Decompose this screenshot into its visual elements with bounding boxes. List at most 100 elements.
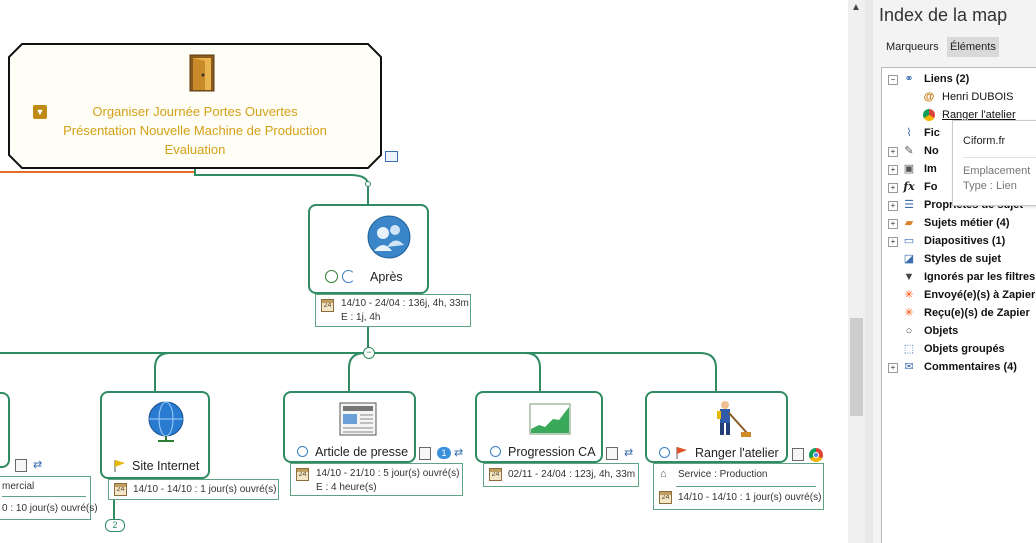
tree-item-diapositives[interactable]: + ▭ Diapositives (1) <box>882 232 1036 250</box>
expand-icon[interactable]: + <box>888 183 898 193</box>
tag-icon: ⌂ <box>660 468 667 480</box>
globe-icon <box>144 399 188 443</box>
tree-item-commentaires[interactable]: + ✉ Commentaires (4) <box>882 358 1036 376</box>
slide-icon: ▭ <box>903 235 915 247</box>
topic-site-internet[interactable]: Site Internet <box>100 391 210 479</box>
tree-item-styles[interactable]: ◪ Styles de sujet <box>882 250 1036 268</box>
tree-item-sujets-metier[interactable]: + ▰ Sujets métier (4) <box>882 214 1036 232</box>
tree-item-henri[interactable]: @ Henri DUBOIS <box>882 88 1036 106</box>
topic-progression-ca[interactable]: Progression CA <box>475 391 603 463</box>
central-line-3: Evaluation <box>164 142 226 157</box>
topic-article-de-presse[interactable]: Article de presse <box>283 391 416 463</box>
tree-item-ranger[interactable]: Ranger l'atelier <box>882 106 1036 124</box>
object-icon: ○ <box>905 325 913 337</box>
task-progress-circle <box>659 447 670 458</box>
tooltip-type: Type : Lien <box>963 180 1017 192</box>
expand-icon[interactable]: + <box>888 201 898 211</box>
site-dates: 14/10 - 14/10 : 1 jour(s) ouvré(s) <box>133 484 277 495</box>
tree-item-objets-groupes[interactable]: ⬚ Objets groupés <box>882 340 1036 358</box>
expand-icon[interactable]: + <box>888 363 898 373</box>
comment-icon: ✉ <box>904 361 914 373</box>
vertical-scrollbar[interactable]: ▲ <box>848 0 865 543</box>
ranger-dates: 14/10 - 14/10 : 1 jour(s) ouvré(s) <box>678 492 822 503</box>
topic-apres[interactable]: Après <box>308 204 429 294</box>
group-icon: ⬚ <box>903 343 915 355</box>
task-progress-circle <box>490 446 501 457</box>
tooltip-emplacement: Emplacement <box>963 165 1031 177</box>
calendar-icon: 24 <box>114 483 127 496</box>
tree-item-recus[interactable]: ✳ Reçu(e)(s) de Zapier <box>882 304 1036 322</box>
scroll-up-arrow-icon[interactable]: ▲ <box>851 2 861 13</box>
zapier-icon: ✳ <box>904 289 914 301</box>
calendar-icon: 24 <box>659 491 672 504</box>
ranger-service: Service : Production <box>678 469 768 480</box>
map-index-panel: Index de la map Marqueurs Éléments − ⚭ L… <box>873 0 1036 543</box>
topic-article-label: Article de presse <box>315 445 409 459</box>
tree-label: Im <box>924 163 937 175</box>
link-icon: ⇄ <box>33 459 43 471</box>
tree-label: Objets <box>924 325 959 337</box>
link-icon: ⇄ <box>624 447 634 459</box>
subtopic-count-badge[interactable]: 2 <box>105 519 125 532</box>
expand-icon[interactable]: + <box>888 237 898 247</box>
tree-label: Envoyé(e)(s) à Zapier <box>924 289 1036 301</box>
tree-item-notes[interactable]: + ✎ No <box>882 142 1036 160</box>
panel-splitter[interactable] <box>865 0 873 543</box>
topic-left-partial-info: mercial 0 : 10 jour(s) ouvré(s) <box>0 476 98 520</box>
note-icon <box>419 447 431 460</box>
link-icon: ⚭ <box>904 73 914 85</box>
topic-left-partial[interactable] <box>0 392 10 468</box>
tooltip-divider <box>963 157 1036 158</box>
tab-marqueurs[interactable]: Marqueurs <box>886 41 939 53</box>
tab-elements[interactable]: Éléments <box>947 37 999 57</box>
tree-item-liens[interactable]: − ⚭ Liens (2) <box>882 70 1036 88</box>
apres-effort: E : 1j, 4h <box>341 312 381 323</box>
central-line-2: Présentation Nouvelle Machine de Product… <box>63 123 327 138</box>
comment-count-badge[interactable]: 1 <box>437 447 451 459</box>
expand-icon[interactable]: + <box>888 147 898 157</box>
tree-label: Reçu(e)(s) de Zapier <box>924 307 1030 319</box>
tree-label: No <box>924 145 939 157</box>
tree-item-objets[interactable]: ○ Objets <box>882 322 1036 340</box>
progression-dates: 02/11 - 24/04 : 123j, 4h, 33m <box>508 469 636 480</box>
calendar-icon: 24 <box>296 468 309 481</box>
central-topic[interactable]: ▼ Organiser Journée Portes Ouvertes Prés… <box>8 43 382 169</box>
topic-site-internet-label: Site Internet <box>132 459 200 473</box>
trophy-icon: ▼ <box>33 105 47 119</box>
tree-label: Fo <box>924 181 938 193</box>
tree-item-formules[interactable]: + fx Fo <box>882 178 1036 196</box>
sheet-link-icon[interactable] <box>385 151 398 162</box>
collapse-toggle[interactable]: − <box>363 347 375 359</box>
topic-ranger-atelier[interactable]: Ranger l'atelier <box>645 391 788 463</box>
topic-ranger-info: ⌂ Service : Production 24 14/10 - 14/10 … <box>653 463 824 510</box>
flag-icon <box>675 446 689 460</box>
door-icon <box>188 53 218 93</box>
panel-title: Index de la map <box>879 5 1008 25</box>
expand-icon[interactable]: + <box>888 165 898 175</box>
note-icon: ✎ <box>904 145 914 157</box>
article-dates: 14/10 - 21/10 : 5 jour(s) ouvré(s) <box>316 468 460 479</box>
mind-map-canvas[interactable]: − ▼ Organiser Journée Portes Ouvertes Pr… <box>0 0 848 543</box>
collapse-icon[interactable]: − <box>888 75 898 85</box>
properties-icon: ☰ <box>904 199 914 211</box>
tooltip-url: Ciform.fr <box>963 135 1006 147</box>
image-icon: ▣ <box>903 163 915 175</box>
chrome-icon[interactable] <box>809 448 823 462</box>
tree-label: Styles de sujet <box>924 253 1002 265</box>
tree-item-ignores[interactable]: ▼ Ignorés par les filtres <box>882 268 1036 286</box>
scrollbar-thumb[interactable] <box>850 318 863 416</box>
link-tooltip: Ciform.fr Emplacement Type : Lien <box>952 120 1036 206</box>
expand-icon[interactable]: + <box>888 219 898 229</box>
task-progress-circle <box>297 446 308 457</box>
tree-item-envoyes[interactable]: ✳ Envoyé(e)(s) à Zapier <box>882 286 1036 304</box>
topic-apres-info: 24 14/10 - 24/04 : 136j, 4h, 33m E : 1j,… <box>315 294 471 327</box>
central-line-1: Organiser Journée Portes Ouvertes <box>92 104 298 119</box>
people-icon <box>367 215 411 259</box>
refresh-icon <box>342 270 355 283</box>
tree-label: Ignorés par les filtres <box>924 271 1036 283</box>
tree-item-images[interactable]: + ▣ Im <box>882 160 1036 178</box>
tree-item-fichiers[interactable]: ⌇ Fic <box>882 124 1036 142</box>
tree-label: Diapositives (1) <box>924 235 1006 247</box>
central-topic-text: Organiser Journée Portes Ouvertes Présen… <box>8 102 382 159</box>
tree-label: Objets groupés <box>924 343 1005 355</box>
